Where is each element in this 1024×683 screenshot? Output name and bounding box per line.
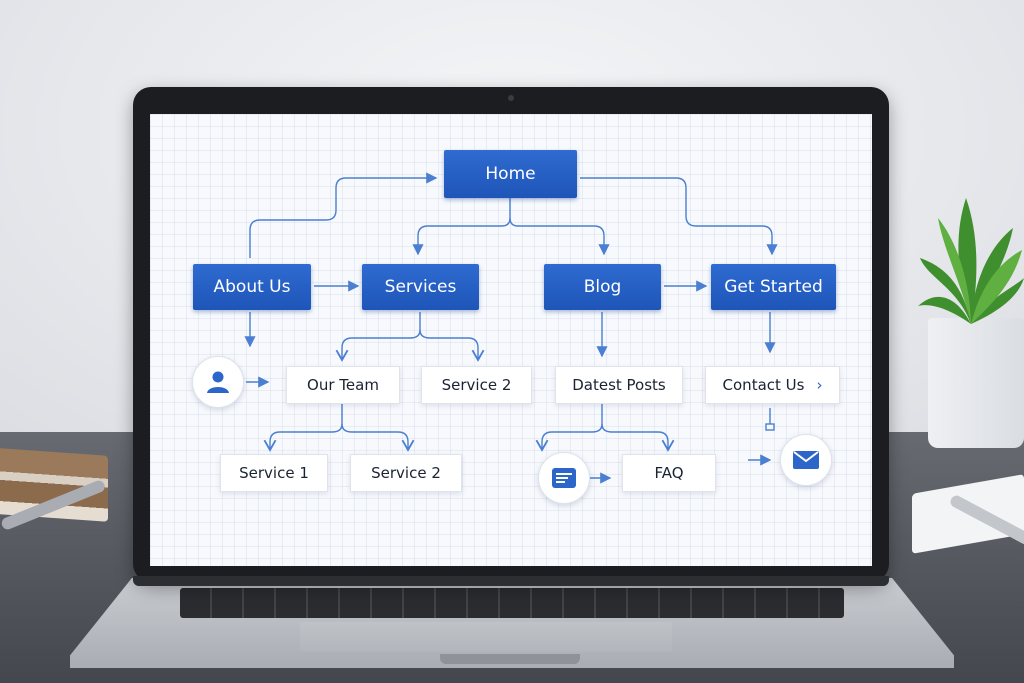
document-icon	[552, 468, 576, 488]
user-circle[interactable]	[192, 356, 244, 408]
laptop-trackpad	[300, 622, 672, 652]
mail-circle[interactable]	[780, 434, 832, 486]
plant-leaves	[918, 198, 1024, 324]
webcam	[508, 95, 514, 101]
user-icon	[207, 371, 229, 393]
services-node[interactable]: Services	[362, 264, 479, 310]
laptop-keyboard	[180, 588, 844, 618]
document-circle[interactable]	[538, 452, 590, 504]
contact-us-label: Contact Us	[722, 376, 805, 394]
mail-icon	[793, 451, 819, 469]
home-node[interactable]: Home	[444, 150, 577, 198]
contact-us-node[interactable]: Contact Us ›	[705, 366, 840, 404]
laptop-hinge	[133, 576, 889, 586]
our-team-node[interactable]: Our Team	[286, 366, 400, 404]
connector-lines	[244, 172, 778, 484]
service-1-node[interactable]: Service 1	[220, 454, 328, 492]
laptop-screen: Home About Us Services Blog Get Started …	[150, 114, 872, 566]
chevron-right-icon: ›	[816, 376, 823, 394]
laptop-notch	[440, 654, 580, 664]
service-2-node[interactable]: Service 2	[421, 366, 532, 404]
service-2-sub-node[interactable]: Service 2	[350, 454, 462, 492]
get-started-node[interactable]: Get Started	[711, 264, 836, 310]
faq-node[interactable]: FAQ	[622, 454, 716, 492]
about-us-node[interactable]: About Us	[193, 264, 311, 310]
latest-posts-node[interactable]: Datest Posts	[555, 366, 683, 404]
plant-pot	[928, 318, 1024, 448]
blog-node[interactable]: Blog	[544, 264, 661, 310]
